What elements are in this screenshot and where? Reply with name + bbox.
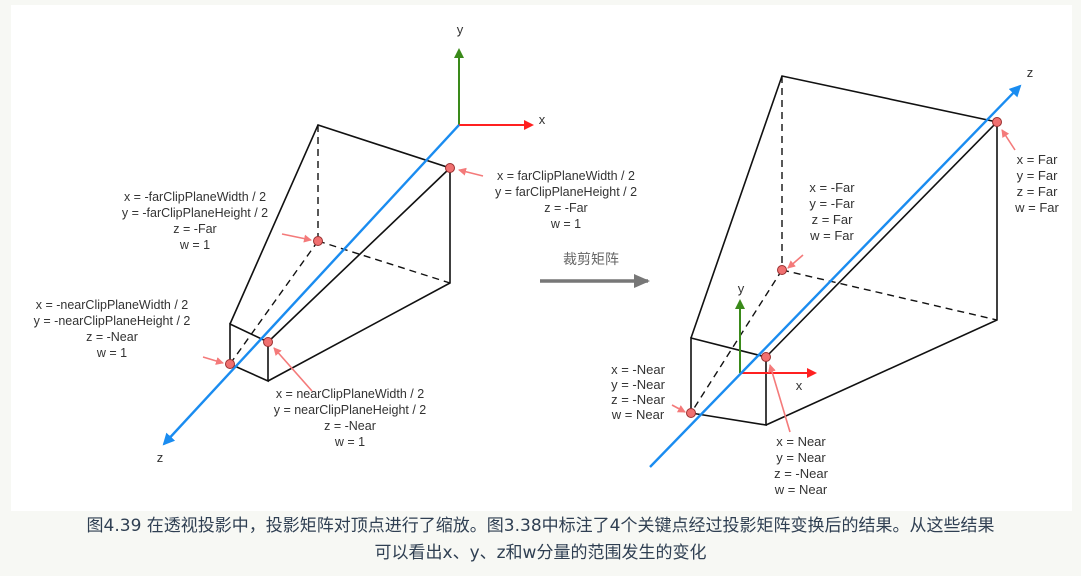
label-line: y = Near: [776, 450, 826, 465]
edge: [781, 269, 998, 321]
z-axis-label: z: [157, 450, 164, 465]
figure-caption: 图4.39 在透视投影中，投影矩阵对顶点进行了缩放。图3.38中标注了4个关键点…: [0, 513, 1081, 567]
z-axis: [162, 124, 460, 446]
vertex-far-top-right: [445, 163, 455, 173]
vertex-far-bottom-left: [313, 236, 323, 246]
left-near-top-right-label: x = nearClipPlaneWidth / 2 y = nearClipP…: [274, 387, 427, 449]
label-line: y = -Far: [809, 196, 855, 211]
right-near-top-right-label: x = Near y = Near z = -Near w = Near: [774, 434, 829, 497]
vertex-near-bottom-left: [225, 359, 235, 369]
right-far-bottom-left-label: x = -Far y = -Far z = Far w = Far: [809, 180, 855, 243]
label-line: x = farClipPlaneWidth / 2: [497, 169, 635, 183]
pointer-arrow: [787, 254, 804, 269]
label-line: y = nearClipPlaneHeight / 2: [274, 403, 427, 417]
x-axis-label: x: [796, 378, 803, 393]
label-line: z = Far: [812, 212, 853, 227]
label-line: w = Near: [611, 407, 665, 422]
pointer-arrow: [202, 356, 224, 365]
vertex-near-bottom-left: [686, 408, 696, 418]
edge: [229, 240, 319, 365]
label-line: y = -Near: [611, 377, 665, 392]
label-line: y = -nearClipPlaneHeight / 2: [34, 314, 191, 328]
label-line: x = -farClipPlaneWidth / 2: [124, 190, 266, 204]
label-line: w = 1: [179, 238, 210, 252]
pointer-arrow: [458, 167, 484, 177]
edge: [690, 269, 783, 414]
pointer-arrow: [273, 347, 313, 392]
label-line: z = -Near: [324, 419, 376, 433]
pointer-arrow: [281, 233, 312, 243]
label-line: y = Far: [1017, 168, 1058, 183]
caption-line-2: 可以看出x、y、z和w分量的范围发生的变化: [374, 543, 707, 563]
vertex-near-top-right: [761, 352, 771, 362]
left-axes: y x z: [157, 22, 546, 465]
left-points: [202, 163, 484, 392]
label-line: x = Near: [776, 434, 826, 449]
label-line: z = -Far: [544, 201, 587, 215]
left-near-bottom-left-label: x = -nearClipPlaneWidth / 2 y = -nearCli…: [34, 298, 191, 360]
z-axis: [649, 84, 1022, 468]
label-line: z = -Near: [86, 330, 138, 344]
label-line: w = Far: [1014, 200, 1059, 215]
right-far-top-right-label: x = Far y = Far z = Far w = Far: [1014, 152, 1059, 215]
label-line: w = 1: [96, 346, 127, 360]
label-line: x = -Near: [611, 362, 665, 377]
label-line: y = farClipPlaneHeight / 2: [495, 185, 637, 199]
pointer-arrow: [671, 404, 686, 413]
transform-label: 裁剪矩阵: [563, 252, 619, 268]
z-axis-label: z: [1027, 65, 1034, 80]
x-axis-label: x: [539, 112, 546, 127]
label-line: x = -Far: [809, 180, 855, 195]
label-line: x = Far: [1017, 152, 1058, 167]
right-axes: y x z: [649, 65, 1034, 468]
label-line: w = 1: [334, 435, 365, 449]
pointer-arrow: [1001, 129, 1016, 151]
right-near-bottom-left-label: x = -Near y = -Near z = -Near w = Near: [611, 362, 666, 422]
left-far-bottom-left-label: x = -farClipPlaneWidth / 2 y = -farClipP…: [122, 190, 268, 252]
pointer-arrow: [768, 364, 791, 433]
label-line: w = Near: [774, 482, 828, 497]
transform-arrow: 裁剪矩阵: [540, 252, 650, 288]
projection-figure: [11, 5, 1072, 511]
label-line: w = 1: [550, 217, 581, 231]
right-frustum: [690, 75, 998, 426]
vertex-near-top-right: [263, 337, 273, 347]
y-axis-label: y: [738, 281, 745, 296]
label-line: z = Far: [1017, 184, 1058, 199]
label-line: x = nearClipPlaneWidth / 2: [276, 387, 424, 401]
edge: [267, 167, 451, 343]
y-axis-label: y: [457, 22, 464, 37]
edge: [317, 240, 451, 284]
label-line: z = -Near: [611, 392, 665, 407]
vertex-far-top-right: [992, 117, 1002, 127]
right-points: [671, 117, 1016, 433]
left-far-top-right-label: x = farClipPlaneWidth / 2 y = farClipPla…: [495, 169, 637, 231]
edge: [690, 75, 998, 426]
label-line: w = Far: [809, 228, 854, 243]
label-line: z = -Near: [774, 466, 828, 481]
label-line: y = -farClipPlaneHeight / 2: [122, 206, 268, 220]
label-line: x = -nearClipPlaneWidth / 2: [36, 298, 189, 312]
vertex-far-bottom-left: [777, 265, 787, 275]
edge: [765, 121, 998, 358]
label-line: z = -Far: [173, 222, 216, 236]
near-plane: [229, 322, 269, 383]
caption-line-1: 图4.39 在透视投影中，投影矩阵对顶点进行了缩放。图3.38中标注了4个关键点…: [86, 516, 995, 536]
